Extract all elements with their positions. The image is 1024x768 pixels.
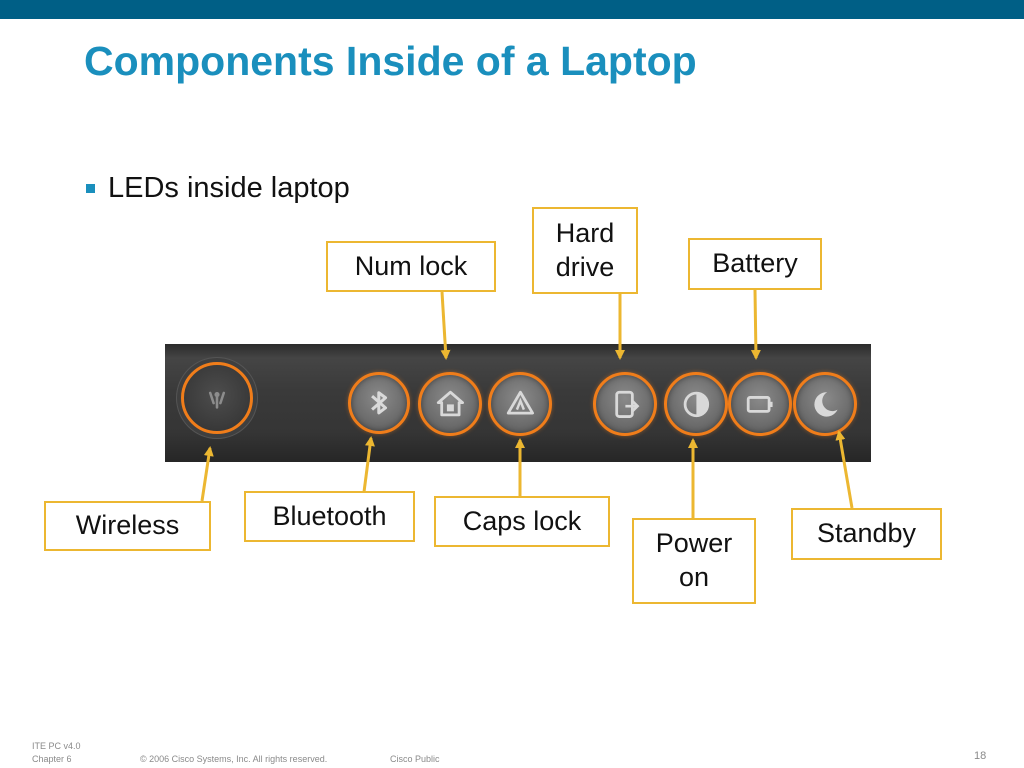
label-battery: Battery — [688, 238, 822, 290]
label-wireless-text: Wireless — [75, 510, 180, 541]
label-standby-text: Standby — [816, 518, 917, 549]
label-caps-lock-text: Caps lock — [462, 505, 582, 536]
header-bar — [0, 0, 1024, 19]
bullet-item: LEDs inside laptop — [86, 172, 350, 205]
label-num-lock: Num lock — [326, 241, 496, 292]
footer-course: ITE PC v4.0 — [32, 741, 81, 751]
bullet-text: LEDs inside laptop — [108, 172, 350, 204]
label-num-lock-text: Num lock — [354, 250, 468, 281]
label-bluetooth: Bluetooth — [244, 491, 415, 542]
battery-icon — [728, 372, 792, 436]
label-power-on-line1: Power — [655, 528, 733, 559]
led-strip-image — [165, 344, 871, 462]
caps-lock-icon — [488, 372, 552, 436]
label-bluetooth-text: Bluetooth — [272, 500, 387, 531]
slide-title: Components Inside of a Laptop — [84, 38, 697, 84]
label-standby: Standby — [791, 508, 942, 560]
num-lock-icon — [418, 372, 482, 436]
power-icon — [664, 372, 728, 436]
label-battery-text: Battery — [712, 248, 798, 279]
label-wireless: Wireless — [44, 501, 211, 551]
page-number: 18 — [974, 750, 987, 762]
label-hard-drive-line2: drive — [555, 251, 615, 282]
hard-drive-icon — [593, 372, 657, 436]
bluetooth-icon — [348, 372, 410, 434]
antenna-icon — [181, 362, 253, 434]
bullet-marker — [86, 184, 95, 193]
label-hard-drive: Hard drive — [532, 207, 638, 294]
footer-copyright: © 2006 Cisco Systems, Inc. All rights re… — [140, 754, 328, 764]
moon-icon — [793, 372, 857, 436]
footer-classification: Cisco Public — [390, 754, 440, 764]
label-power-on-line2: on — [678, 562, 710, 592]
label-hard-drive-line1: Hard — [555, 217, 615, 248]
label-caps-lock: Caps lock — [434, 496, 610, 547]
label-power-on: Power on — [632, 518, 756, 604]
footer-chapter: Chapter 6 — [32, 754, 72, 764]
